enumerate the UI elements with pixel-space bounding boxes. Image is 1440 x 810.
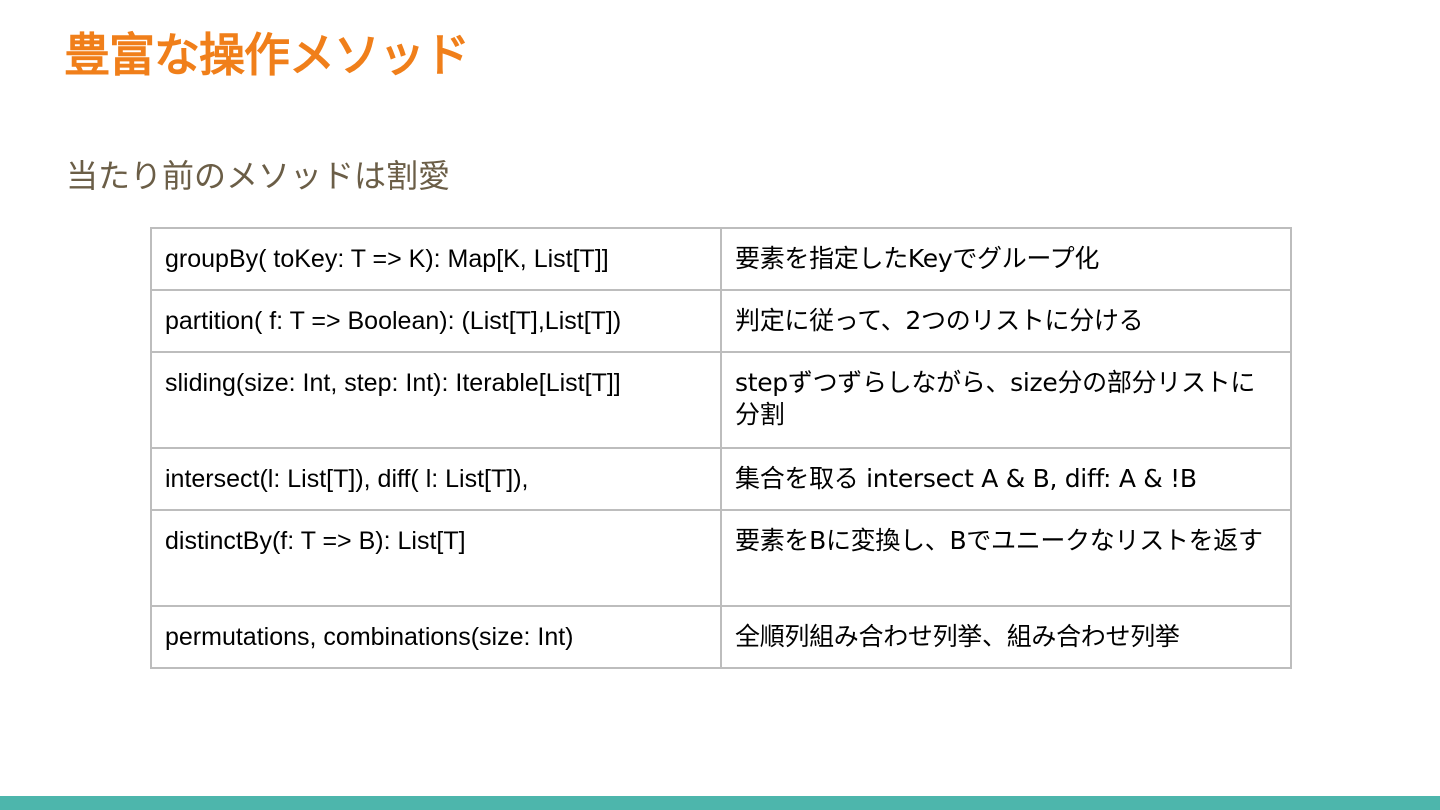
method-description: 判定に従って、2つのリストに分ける [720, 289, 1292, 353]
slide-title: 豊富な操作メソッド [64, 28, 470, 82]
method-description: stepずつずらしながら、size分の部分リストに分割 [720, 351, 1292, 449]
table-row: partition( f: T => Boolean): (List[T],Li… [150, 289, 1292, 353]
table-row: sliding(size: Int, step: Int): Iterable[… [150, 351, 1292, 449]
table-row: intersect(l: List[T]), diff( l: List[T])… [150, 447, 1292, 511]
method-signature: sliding(size: Int, step: Int): Iterable[… [150, 351, 722, 449]
table-row: permutations, combinations(size: Int) 全順… [150, 605, 1292, 669]
method-signature: permutations, combinations(size: Int) [150, 605, 722, 669]
method-description: 全順列組み合わせ列挙、組み合わせ列挙 [720, 605, 1292, 669]
methods-table: groupBy( toKey: T => K): Map[K, List[T]]… [150, 227, 1292, 669]
method-signature: intersect(l: List[T]), diff( l: List[T])… [150, 447, 722, 511]
method-signature: partition( f: T => Boolean): (List[T],Li… [150, 289, 722, 353]
bottom-accent-bar [0, 796, 1440, 810]
method-signature: distinctBy(f: T => B): List[T] [150, 509, 722, 607]
table-row: distinctBy(f: T => B): List[T] 要素をBに変換し、… [150, 509, 1292, 607]
method-description: 集合を取る intersect A & B, diff: A & !B [720, 447, 1292, 511]
table-row: groupBy( toKey: T => K): Map[K, List[T]]… [150, 227, 1292, 291]
method-description: 要素をBに変換し、Bでユニークなリストを返す [720, 509, 1292, 607]
method-description: 要素を指定したKeyでグループ化 [720, 227, 1292, 291]
method-signature: groupBy( toKey: T => K): Map[K, List[T]] [150, 227, 722, 291]
slide-subtitle: 当たり前のメソッドは割愛 [66, 157, 451, 195]
